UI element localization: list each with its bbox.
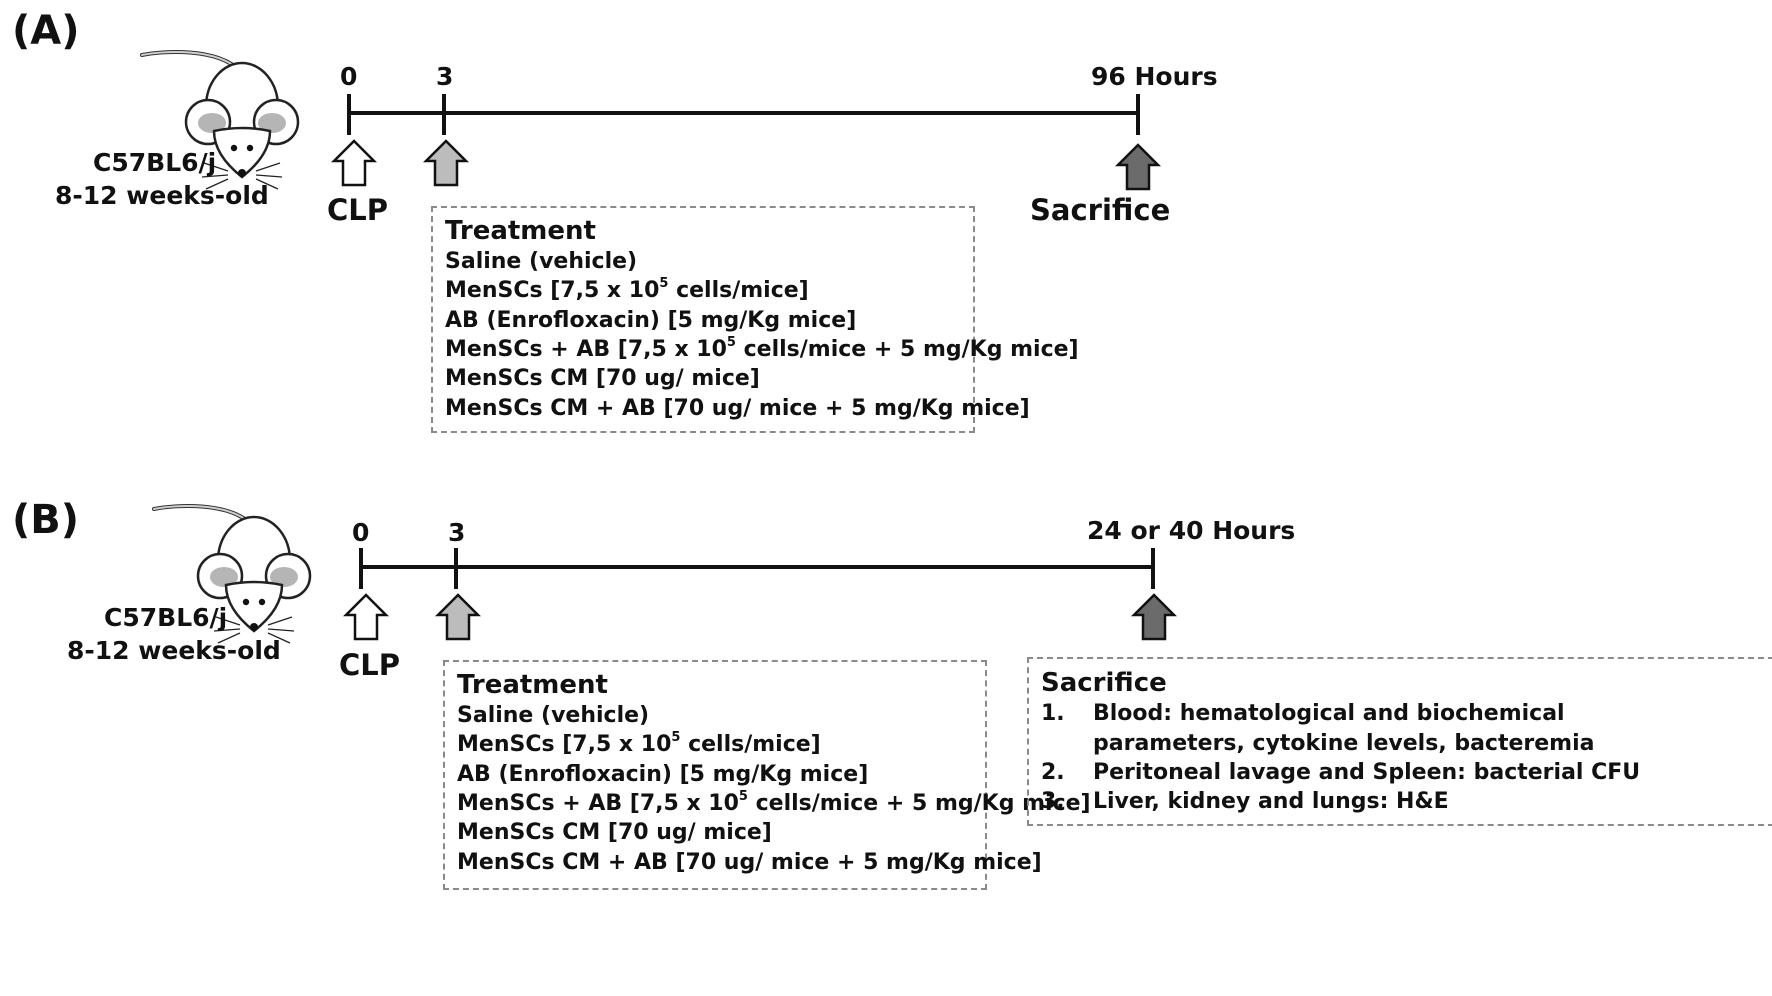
- up-arrow-icon: [344, 593, 388, 641]
- treatment-box: Treatment Saline (vehicle) MenSCs [7,5 x…: [431, 206, 1079, 433]
- treatment-item: MenSCs [7,5 x 105 cells/mice]: [457, 730, 821, 757]
- sacrifice-box: Sacrifice 1.Blood: hematological and bio…: [1027, 657, 1772, 826]
- up-arrow-icon: [424, 139, 468, 187]
- treatment-item: MenSCs CM [70 ug/ mice]: [457, 820, 772, 845]
- treatment-item: MenSCs CM [70 ug/ mice]: [445, 366, 760, 391]
- tick-label-end: 96 Hours: [1091, 62, 1218, 91]
- tick-label-end: 24 or 40 Hours: [1087, 516, 1296, 545]
- sacrifice-item-continuation: parameters, cytokine levels, bacteremia: [1093, 731, 1595, 756]
- treatment-item: Saline (vehicle): [457, 703, 650, 728]
- panel-a-graphics: [140, 49, 1160, 191]
- up-arrow-icon: [1116, 143, 1160, 191]
- up-arrow-icon: [436, 593, 480, 641]
- treatment-title: Treatment: [445, 216, 596, 246]
- up-arrow-icon: [1132, 593, 1176, 641]
- treatment-item: MenSCs + AB [7,5 x 105 cells/mice + 5 mg…: [445, 335, 1079, 362]
- sacrifice-label: Sacrifice: [1030, 193, 1171, 227]
- treatment-item: MenSCs + AB [7,5 x 105 cells/mice + 5 mg…: [457, 789, 1091, 816]
- sacrifice-item: 2.Peritoneal lavage and Spleen: bacteria…: [1041, 760, 1641, 785]
- mouse-age-label: 8-12 weeks-old: [55, 181, 269, 210]
- sacrifice-title: Sacrifice: [1041, 668, 1167, 698]
- mouse-strain-label: C57BL6/j: [104, 603, 228, 632]
- sacrifice-item: 3.Liver, kidney and lungs: H&E: [1041, 789, 1449, 814]
- sacrifice-item: 1.Blood: hematological and biochemical: [1041, 701, 1565, 726]
- treatment-item: AB (Enrofloxacin) [5 mg/Kg mice]: [457, 762, 869, 787]
- treatment-item: Saline (vehicle): [445, 249, 638, 274]
- panel-b-graphics: [152, 503, 1176, 645]
- mouse-age-label: 8-12 weeks-old: [67, 636, 281, 665]
- tick-label-start: 0: [340, 62, 358, 91]
- treatment-item: MenSCs CM + AB [70 ug/ mice + 5 mg/Kg mi…: [457, 850, 1042, 875]
- up-arrow-icon: [332, 139, 376, 187]
- clp-label: CLP: [339, 648, 401, 682]
- treatment-item: MenSCs CM + AB [70 ug/ mice + 5 mg/Kg mi…: [445, 396, 1030, 421]
- treatment-box: Treatment Saline (vehicle) MenSCs [7,5 x…: [443, 660, 1091, 890]
- treatment-title: Treatment: [457, 670, 608, 700]
- treatment-item: AB (Enrofloxacin) [5 mg/Kg mice]: [445, 308, 857, 333]
- mouse-strain-label: C57BL6/j: [93, 148, 217, 177]
- tick-label-start: 0: [352, 518, 370, 547]
- tick-label-treatment: 3: [436, 62, 454, 91]
- treatment-item: MenSCs [7,5 x 105 cells/mice]: [445, 276, 809, 303]
- panel-label-a: (A): [12, 8, 80, 54]
- panel-label-b: (B): [12, 497, 80, 543]
- tick-label-treatment: 3: [448, 518, 466, 547]
- clp-label: CLP: [327, 193, 389, 227]
